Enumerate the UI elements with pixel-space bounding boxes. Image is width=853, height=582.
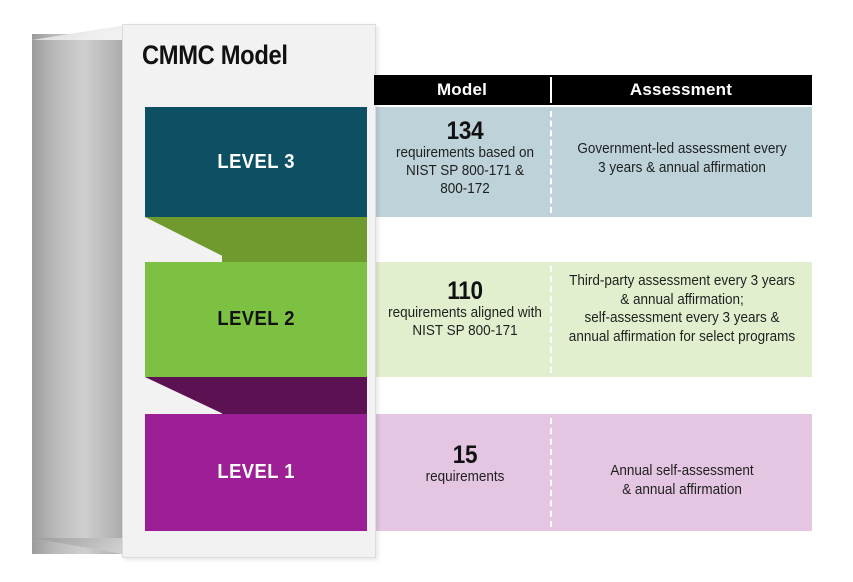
page-title: CMMC Model	[142, 40, 288, 70]
level-block-level-2: LEVEL 2	[145, 262, 367, 377]
model-line: NIST SP 800-171	[412, 322, 518, 339]
assessment-cell-level-3: Government-led assessment every 3 years …	[569, 140, 796, 177]
model-cell-level-1: 15 requirements	[387, 442, 544, 486]
model-line: NIST SP 800-171 &	[405, 162, 525, 179]
assessment-line: Third-party assessment every 3 years	[569, 272, 795, 289]
level-block-level-3: LEVEL 3	[145, 107, 367, 217]
assessment-line: Annual self-assessment	[610, 462, 754, 479]
assessment-line: & annual affirmation;	[620, 290, 744, 308]
table-header: Model Assessment	[374, 75, 812, 105]
level-label-3: LEVEL 3	[217, 150, 295, 173]
column-divider-level-3	[550, 111, 552, 213]
model-description-level-2: requirements aligned with NIST SP 800-17…	[387, 304, 544, 340]
requirement-count-level-2: 110	[447, 277, 483, 305]
model-cell-level-3: 134 requirements based on NIST SP 800-17…	[387, 118, 544, 198]
header-divider	[550, 77, 552, 103]
book-spine-side	[32, 34, 132, 554]
column-header-assessment: Assessment	[629, 80, 733, 99]
model-description-level-1: requirements	[387, 468, 544, 486]
requirement-count-level-3: 134	[446, 117, 484, 145]
model-line: requirements aligned with	[388, 304, 542, 321]
assessment-line: 3 years & annual affirmation	[598, 158, 766, 176]
assessment-line: Government-led assessment every	[577, 140, 787, 157]
column-divider-level-1	[550, 418, 552, 527]
assessment-line: & annual affirmation	[622, 480, 742, 498]
level-block-level-1: LEVEL 1	[145, 414, 367, 531]
assessment-cell-level-1: Annual self-assessment & annual affirmat…	[569, 462, 796, 499]
model-line: requirements based on	[395, 144, 535, 161]
assessment-cell-level-2: Third-party assessment every 3 years & a…	[569, 272, 796, 346]
column-divider-level-2	[550, 266, 552, 373]
model-line: 800-172	[440, 180, 490, 197]
model-description-level-3: requirements based on NIST SP 800-171 & …	[387, 144, 544, 198]
level-label-1: LEVEL 1	[217, 461, 295, 483]
column-header-model: Model	[436, 80, 488, 99]
level-label-2: LEVEL 2	[217, 308, 295, 330]
assessment-line: annual affirmation for select programs	[568, 327, 796, 345]
model-line: requirements	[425, 468, 505, 485]
requirement-count-level-1: 15	[452, 441, 478, 469]
assessment-line: self-assessment every 3 years &	[584, 309, 780, 327]
model-cell-level-2: 110 requirements aligned with NIST SP 80…	[387, 278, 544, 340]
